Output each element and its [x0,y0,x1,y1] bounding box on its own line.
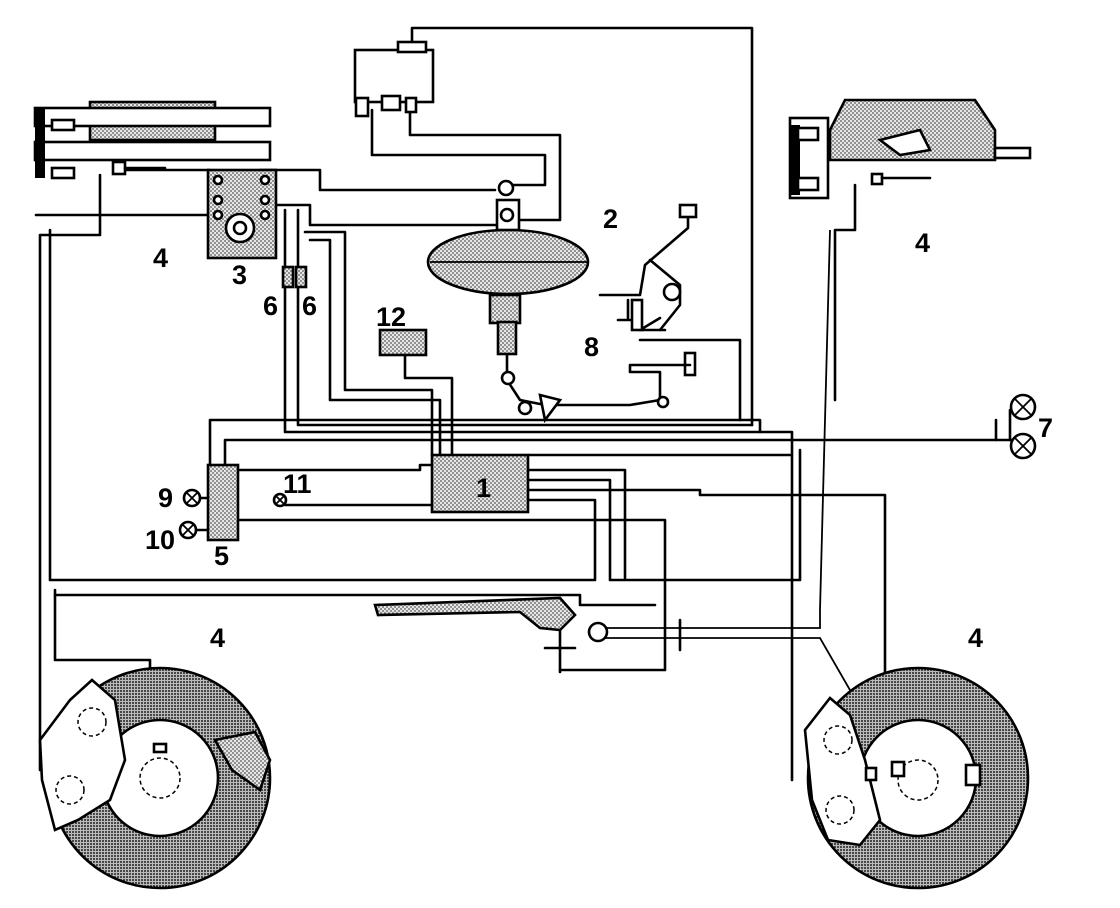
ecu [430,453,530,514]
label-4-front-left: 4 [153,243,168,273]
valve-right [294,265,308,289]
brake-fluid-reservoir [353,40,435,118]
label-7: 7 [1038,413,1053,443]
label-5: 5 [214,541,229,571]
label-6-left: 6 [263,291,278,321]
relay-box [206,463,240,542]
front-left-hub [33,100,272,180]
brake-booster [426,179,662,424]
brake-pedal-assembly [598,203,698,409]
rear-right-brake-disc [803,666,1030,890]
valve-left [281,265,295,289]
lamps-7 [1009,393,1037,460]
label-6-right: 6 [302,291,317,321]
label-1: 1 [476,473,491,503]
label-9: 9 [158,483,173,513]
label-12: 12 [376,302,406,332]
label-2: 2 [603,204,618,234]
handbrake-lever [373,596,682,674]
relay-12 [378,328,428,357]
lamp-9 [182,488,210,508]
label-4-rear-left: 4 [210,623,225,653]
rear-left-brake-disc [38,666,272,890]
label-4-front-right: 4 [915,228,930,258]
front-right-hub [788,98,1032,200]
label-10: 10 [145,525,175,555]
lamp-11 [272,492,288,508]
label-4-rear-right: 4 [968,623,983,653]
lamp-10 [178,520,210,540]
label-11: 11 [283,469,312,499]
label-8: 8 [584,332,599,362]
label-3: 3 [232,260,247,290]
hydraulic-unit [206,168,278,260]
wiring-harness [34,26,1027,782]
